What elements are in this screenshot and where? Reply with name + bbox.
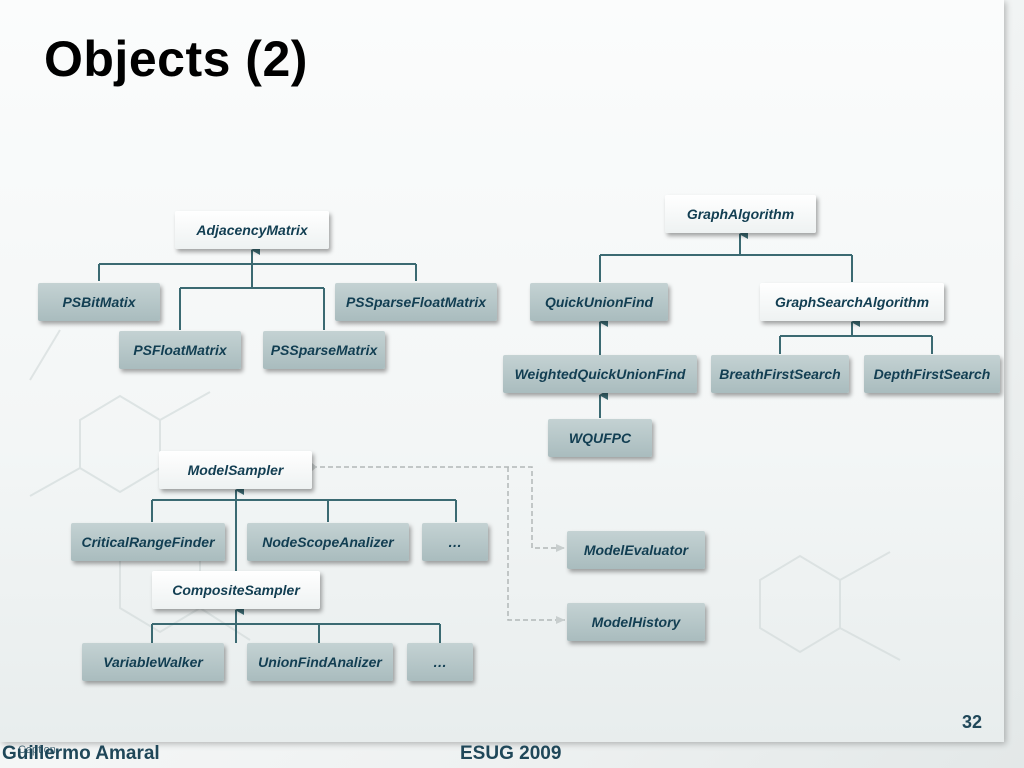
node-graphalgorithm: GraphAlgorithm <box>665 195 816 233</box>
assoc-modelsampler-modelevaluator <box>307 463 565 552</box>
node-pssparsefloatmatrix: PSSparseFloatMatrix <box>335 283 497 321</box>
slide: Objects (2) <box>0 0 1004 742</box>
node-ellipsis-1: … <box>422 523 488 561</box>
footer-caption-overlay: Caption <box>18 744 56 756</box>
node-variablewalker: VariableWalker <box>82 643 224 681</box>
node-nodescopeanalizer: NodeScopeAnalizer <box>247 523 409 561</box>
node-ellipsis-2: … <box>407 643 473 681</box>
node-modelevaluator: ModelEvaluator <box>567 531 705 569</box>
node-graphsearchalgorithm: GraphSearchAlgorithm <box>760 283 944 321</box>
node-criticalrangefinder: CriticalRangeFinder <box>71 523 225 561</box>
node-compositesampler: CompositeSampler <box>152 571 320 609</box>
node-modelsampler: ModelSampler <box>159 451 312 489</box>
class-hierarchy-connectors <box>98 229 933 643</box>
page-number: 32 <box>962 712 983 732</box>
node-depthfirstsearch: DepthFirstSearch <box>864 355 1000 393</box>
node-breathfirstsearch: BreathFirstSearch <box>711 355 849 393</box>
node-unionfindanalizer: UnionFindAnalizer <box>247 643 393 681</box>
node-wqufpc: WQUFPC <box>548 419 652 457</box>
slide-title: Objects (2) <box>44 31 308 87</box>
assoc-modelsampler-modelhistory <box>507 467 565 624</box>
node-pssparsematrix: PSSparseMatrix <box>263 331 385 369</box>
node-modelhistory: ModelHistory <box>567 603 705 641</box>
footer-event: ESUG 2009 <box>460 743 562 764</box>
node-psfloatmatrix: PSFloatMatrix <box>119 331 241 369</box>
node-adjacencymatrix: AdjacencyMatrix <box>175 211 329 249</box>
node-weightedquickunionfind: WeightedQuickUnionFind <box>503 355 697 393</box>
footer-author: Guillermo Amaral <box>2 743 160 764</box>
node-psbitmatix: PSBitMatix <box>38 283 160 321</box>
node-quickunionfind: QuickUnionFind <box>530 283 668 321</box>
